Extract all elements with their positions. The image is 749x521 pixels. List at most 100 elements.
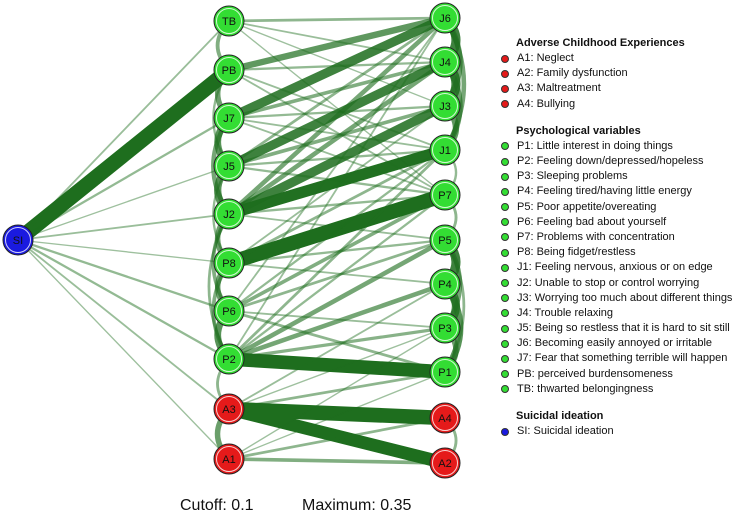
node-pb: PB (213, 54, 245, 86)
node-j6: J6 (429, 2, 461, 34)
node-a2: A2 (429, 447, 461, 479)
node-ring (216, 105, 242, 131)
legend-item: A1: Neglect (500, 51, 749, 66)
edge-A3-A2 (222, 402, 452, 470)
legend-gap (500, 112, 749, 124)
node-layer: SITBPBJ7J5J2P8P6P2A3A1J6J4J3J1P7P5P4P3P1… (2, 2, 461, 479)
legend-item: J2: Unable to stop or control worrying (500, 275, 749, 290)
node-ring (432, 49, 458, 75)
node-ring (432, 271, 458, 297)
node-circle (429, 356, 461, 388)
edge-J5-P7 (227, 164, 447, 197)
legend-dot-icon (501, 157, 509, 166)
node-label: PB (222, 65, 237, 77)
node-label: J5 (223, 161, 235, 173)
legend-item-label: P7: Problems with concentration (517, 230, 675, 243)
node-label: P1 (438, 367, 451, 379)
edge-SI-A1 (17, 239, 230, 460)
edge-TB-J6 (227, 16, 447, 23)
node-circle (213, 102, 245, 134)
node-tb: TB (213, 5, 245, 37)
edge-J5-J3 (227, 104, 447, 168)
legend-item-label: P3: Sleeping problems (517, 170, 628, 183)
legend-dot-icon (501, 203, 509, 212)
legend-item: P6: Feeling bad about yourself (500, 215, 749, 230)
legend-item: P7: Problems with concentration (500, 230, 749, 245)
node-label: J7 (223, 113, 235, 125)
legend-dot-icon (501, 100, 509, 109)
edge-P8-P5 (227, 238, 447, 265)
maximum-label: Maximum: 0.35 (302, 497, 412, 514)
legend-item: J1: Feeling nervous, anxious or on edge (500, 260, 749, 275)
legend-item: J4: Trouble relaxing (500, 306, 749, 321)
legend-dot-icon (501, 69, 509, 78)
node-ring (216, 396, 242, 422)
node-circle (429, 224, 461, 256)
edge-TB-J4 (228, 20, 446, 63)
node-circle (429, 2, 461, 34)
edge-P6-P1 (227, 309, 447, 374)
edge-P8-J1 (227, 148, 447, 265)
edge-P6-J6 (228, 17, 446, 312)
legend-item-label: J6: Becoming easily annoyed or irritable (517, 337, 713, 350)
legend-item-label: J3: Worrying too much about different th… (517, 291, 733, 304)
edge-J2-J1 (223, 144, 451, 220)
legend-item: A3: Maltreatment (500, 81, 749, 96)
legend-item-label: J1: Feeling nervous, anxious or on edge (517, 261, 713, 274)
node-circle (213, 198, 245, 230)
legend-item: P1: Little interest in doing things (500, 139, 749, 154)
node-circle (213, 5, 245, 37)
legend-dot-icon (501, 233, 509, 242)
legend-item: J3: Worrying too much about different th… (500, 291, 749, 306)
edge-P2-P4 (226, 281, 448, 362)
edge-TB-J3 (228, 20, 446, 107)
legend-item: J6: Becoming easily annoyed or irritable (500, 336, 749, 351)
legend-dot-icon (501, 370, 509, 379)
node-circle (213, 247, 245, 279)
node-ring (432, 315, 458, 341)
node-ring (432, 359, 458, 385)
node-label: P5 (438, 235, 451, 247)
node-ring (432, 182, 458, 208)
node-circle (429, 402, 461, 434)
legend-dot-icon (501, 324, 509, 333)
legend-item: P5: Poor appetite/overeating (500, 200, 749, 215)
legend-item-label: P2: Feeling down/depressed/hopeless (517, 155, 704, 168)
legend-group-title: Adverse Childhood Experiences (516, 37, 685, 49)
legend-item-label: A1: Neglect (517, 52, 574, 65)
node-ring (432, 5, 458, 31)
legend-dot-icon (501, 294, 509, 303)
edge-SI-J7 (16, 116, 231, 242)
node-label: A3 (222, 404, 235, 416)
node-j2: J2 (213, 198, 245, 230)
legend-item-label: A3: Maltreatment (517, 82, 601, 95)
edge-J5-J6 (227, 16, 447, 168)
node-label: A2 (438, 458, 451, 470)
node-circle (429, 268, 461, 300)
edge-P2-J6 (228, 17, 446, 360)
node-circle (213, 443, 245, 475)
legend-item-label: TB: thwarted belongingness (517, 382, 654, 395)
legend-item-label: P6: Feeling bad about yourself (517, 215, 667, 228)
node-ring (432, 227, 458, 253)
node-circle (213, 150, 245, 182)
node-ring (432, 405, 458, 431)
edge-J2-P5 (228, 213, 446, 241)
node-circle (429, 46, 461, 78)
edge-A3-P3 (228, 327, 446, 410)
node-label: P2 (222, 354, 235, 366)
node-p7: P7 (429, 179, 461, 211)
node-p3: P3 (429, 312, 461, 344)
node-label: A4 (438, 413, 451, 425)
node-j4: J4 (429, 46, 461, 78)
edge-J2-J3 (224, 101, 450, 219)
edge-SI-P2 (16, 238, 231, 361)
edge-PB-J6 (225, 14, 449, 74)
edge-SI-TB (17, 20, 230, 241)
node-label: P7 (438, 190, 451, 202)
node-ring (432, 137, 458, 163)
legend-item-label: J5: Being so restless that it is hard to… (517, 322, 730, 335)
legend-item-label: SI: Suicidal ideation (517, 425, 614, 438)
node-circle (429, 312, 461, 344)
